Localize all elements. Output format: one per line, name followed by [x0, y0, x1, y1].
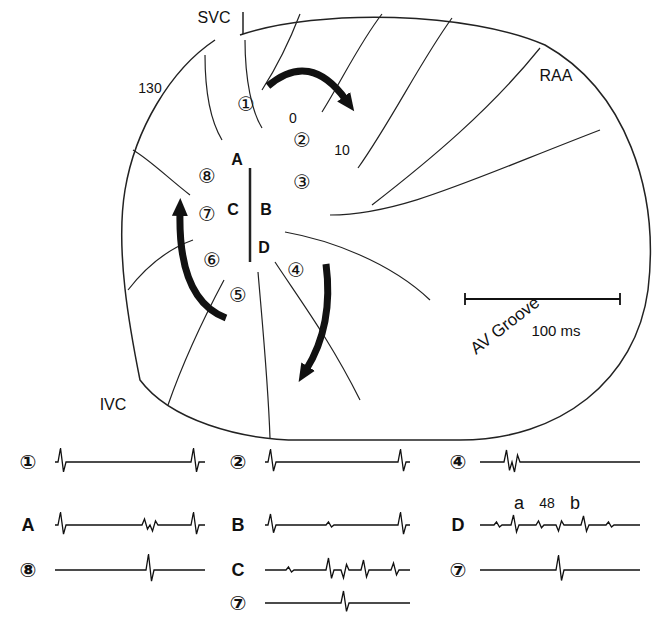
site-number: ② — [293, 130, 311, 150]
scale-label: 100 ms — [531, 323, 580, 338]
electrogram-trace — [480, 555, 640, 581]
site-letter: D — [258, 240, 270, 256]
trace-label: ⑧ — [20, 560, 37, 580]
electrogram-trace — [55, 554, 205, 581]
trace-label: D — [452, 516, 465, 534]
isochrone-value: 130 — [138, 81, 161, 95]
vessel-label: SVC — [198, 10, 231, 26]
electrogram-trace — [55, 448, 205, 472]
trace-label: ① — [20, 452, 37, 472]
site-number: ⑧ — [198, 166, 216, 186]
activation-arrow — [306, 264, 328, 370]
isochrone-value: 10 — [334, 143, 350, 157]
svc-mark — [242, 12, 244, 34]
site-number: ⑤ — [229, 285, 247, 305]
electrogram-trace — [265, 591, 410, 611]
isochrone-value: 0 — [289, 111, 297, 125]
site-number: ③ — [293, 172, 311, 192]
trace-label: ⑦ — [230, 593, 247, 613]
vessel-label: IVC — [100, 397, 127, 413]
site-number: ① — [237, 94, 255, 114]
site-letter: B — [260, 202, 272, 218]
isochrones — [128, 14, 600, 438]
site-number: ④ — [287, 260, 305, 280]
electrogram-trace — [265, 512, 410, 534]
region-label: AV Groove — [467, 293, 542, 357]
activation-arrow — [180, 212, 226, 318]
deflection-label: a — [514, 494, 524, 512]
scale-bar — [465, 293, 620, 305]
trace-label: ⑦ — [450, 560, 467, 580]
site-letter: A — [231, 152, 243, 168]
electrogram-trace — [55, 512, 205, 534]
region-label: RAA — [540, 68, 573, 84]
electrogram-trace — [480, 515, 640, 532]
trace-label: B — [232, 516, 245, 534]
site-number: ⑦ — [198, 204, 216, 224]
trace-label: A — [22, 516, 35, 534]
atrium-outline — [122, 17, 651, 440]
electrogram-trace — [265, 449, 410, 471]
trace-label: ② — [230, 452, 247, 472]
deflection-label: 48 — [539, 496, 555, 510]
trace-label: C — [232, 561, 245, 579]
trace-label: ④ — [450, 452, 467, 472]
site-letter: C — [227, 202, 239, 218]
activation-arrow — [268, 71, 346, 100]
electrogram-trace — [265, 558, 410, 578]
site-number: ⑥ — [203, 250, 221, 270]
deflection-label: b — [570, 494, 580, 512]
line-of-block — [249, 168, 252, 262]
electrogram-trace — [480, 450, 640, 472]
electrograms — [55, 448, 640, 611]
